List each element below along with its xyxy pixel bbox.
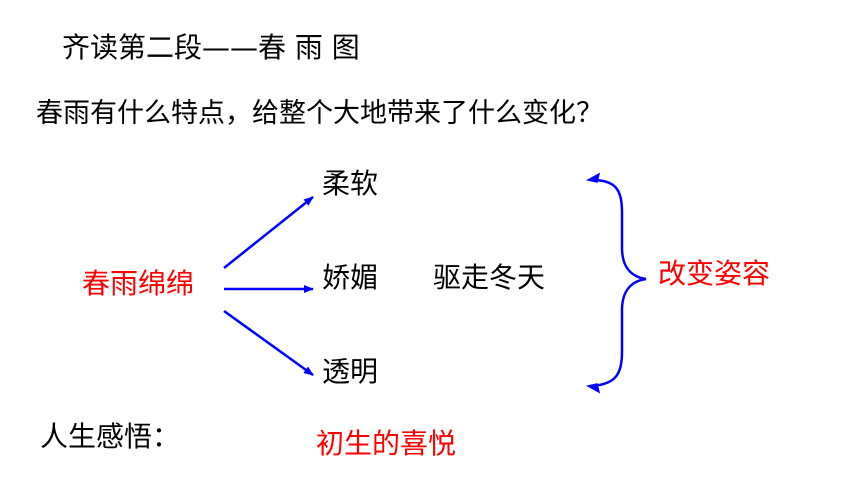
- insight-label: 人生感悟：: [40, 420, 181, 453]
- brace: [591, 178, 647, 388]
- arrow-to-soft: [223, 196, 314, 269]
- center-node: 春雨绵绵: [82, 267, 195, 300]
- branch-charming: 娇媚: [322, 261, 379, 294]
- arrow-to-clear: [223, 309, 314, 377]
- middle-node: 驱走冬天: [433, 261, 546, 294]
- branch-soft: 柔软: [322, 167, 379, 200]
- page-title: 齐读第二段——春 雨 图: [62, 31, 360, 64]
- question-text: 春雨有什么特点，给整个大地带来了什么变化？: [36, 98, 603, 129]
- insight-value: 初生的喜悦: [316, 427, 457, 460]
- branch-clear: 透明: [322, 355, 379, 388]
- result-node: 改变姿容: [658, 257, 771, 290]
- brace-arrowhead-bottom: [585, 383, 601, 394]
- brace-arrowhead-top: [585, 172, 601, 183]
